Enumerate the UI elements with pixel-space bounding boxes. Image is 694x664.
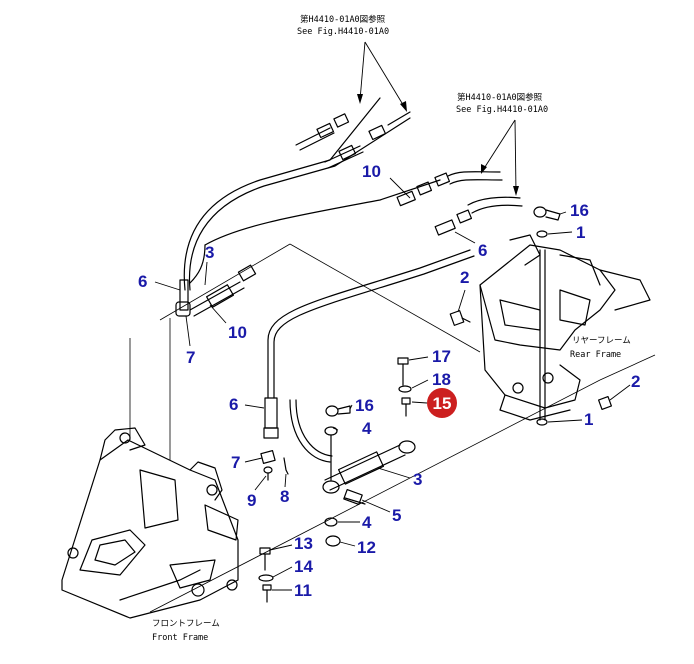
callout-2-right[interactable]: 2	[631, 372, 640, 391]
leader-15	[411, 401, 428, 404]
leader-lines	[154, 177, 631, 591]
callout-12[interactable]: 12	[357, 538, 376, 557]
hardware	[258, 206, 613, 603]
ref-right-jp: 第H4410-01A0図参照	[457, 92, 543, 103]
callout-14[interactable]: 14	[294, 557, 313, 576]
callout-4-lower[interactable]: 4	[362, 513, 372, 532]
front-frame-label-jp: フロントフレーム	[152, 619, 220, 629]
callout-1-top[interactable]: 1	[576, 223, 585, 242]
reference-arrows	[359, 41, 517, 193]
steering-cylinder	[322, 440, 416, 506]
callout-2-rear[interactable]: 2	[460, 268, 469, 287]
left-hose-assembly	[175, 244, 257, 317]
rear-frame-label-en: Rear Frame	[570, 350, 621, 360]
callout-11[interactable]: 11	[294, 581, 312, 600]
ref-top-en: See Fig.H4410-01A0	[297, 27, 389, 37]
callout-5[interactable]: 5	[392, 506, 401, 525]
reference-note-right: 第H4410-01A0図参照 See Fig.H4410-01A0	[456, 92, 548, 115]
callout-10-left[interactable]: 10	[228, 323, 247, 342]
reference-note-top: 第H4410-01A0図参照 See Fig.H4410-01A0	[297, 14, 389, 37]
rear-frame-label-jp: リヤーフレーム	[572, 336, 631, 346]
callout-7-lower[interactable]: 7	[231, 453, 240, 472]
long-hose-middle	[263, 249, 475, 463]
callout-3-lower[interactable]: 3	[413, 470, 422, 489]
callout-4-mid[interactable]: 4	[362, 419, 372, 438]
callout-6-mid[interactable]: 6	[478, 241, 487, 260]
ref-top-jp: 第H4410-01A0図参照	[300, 14, 386, 25]
callout-18[interactable]: 18	[432, 370, 451, 389]
callout-10-top[interactable]: 10	[362, 162, 381, 181]
callout-15[interactable]: 15	[433, 394, 452, 413]
highlight-circle	[427, 388, 457, 418]
rear-frame-label: リヤーフレーム Rear Frame	[570, 336, 631, 360]
callout-8[interactable]: 8	[280, 487, 289, 506]
callout-numbers: 10 16 1 6 3 6 10 7 2 17 18 16 4 6 7 9 8 …	[138, 162, 640, 600]
callout-6-lower[interactable]: 6	[229, 395, 238, 414]
callout-15-highlight[interactable]: 15	[427, 388, 457, 418]
callout-6-left[interactable]: 6	[138, 272, 147, 291]
reference-arrowheads	[357, 94, 519, 196]
ref-right-en: See Fig.H4410-01A0	[456, 105, 548, 115]
front-frame-label-en: Front Frame	[152, 633, 208, 643]
callout-1-lower[interactable]: 1	[584, 410, 593, 429]
callout-7-left[interactable]: 7	[186, 348, 195, 367]
callout-3-left[interactable]: 3	[205, 243, 214, 262]
front-frame-label: フロントフレーム Front Frame	[152, 619, 220, 643]
callout-13[interactable]: 13	[294, 534, 313, 553]
callout-9[interactable]: 9	[247, 491, 256, 510]
rear-frame	[479, 234, 651, 421]
hose-10-upper	[204, 171, 523, 246]
upper-hoses	[183, 97, 411, 291]
callout-16-top[interactable]: 16	[570, 201, 589, 220]
callout-16-mid[interactable]: 16	[355, 396, 374, 415]
front-frame	[61, 427, 239, 619]
callout-17[interactable]: 17	[432, 347, 451, 366]
